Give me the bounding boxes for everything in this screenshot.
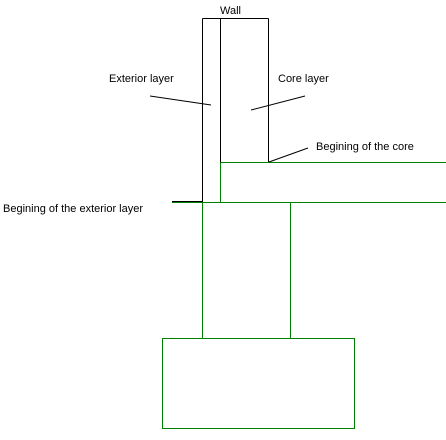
wall bbox=[202, 18, 269, 203]
label-exterior-layer: Exterior layer bbox=[109, 73, 174, 85]
foundation bbox=[162, 162, 446, 429]
leader-beginning-of-core bbox=[268, 147, 309, 163]
label-wall: Wall bbox=[220, 5, 241, 17]
footing bbox=[162, 338, 355, 429]
leader-lines bbox=[149, 95, 309, 202]
leader-core-layer bbox=[250, 95, 306, 111]
label-beginning-of-core: Begining of the core bbox=[316, 141, 414, 153]
label-beginning-of-exterior-layer: Begining of the exterior layer bbox=[3, 203, 143, 215]
label-core-layer: Core layer bbox=[278, 73, 329, 85]
leader-exterior-layer bbox=[149, 95, 212, 106]
